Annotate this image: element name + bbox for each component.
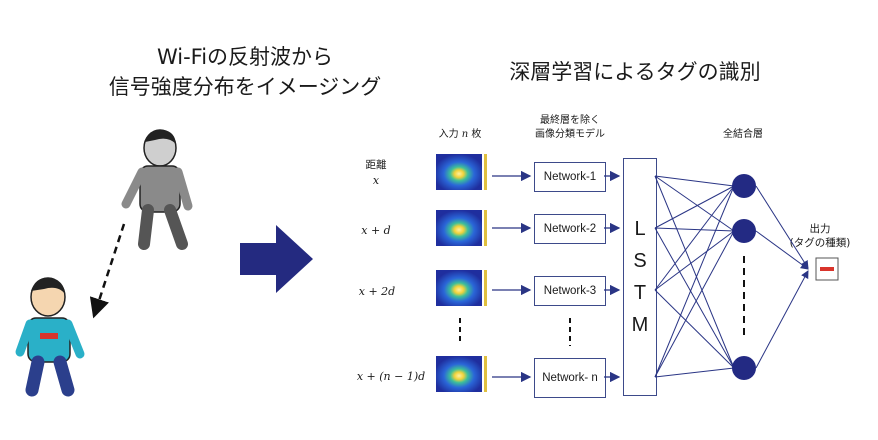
network-box-3: Network-3: [534, 276, 606, 306]
person-tag: [40, 333, 58, 339]
person-gray-figure: [121, 129, 193, 250]
fc-output-connections: [755, 185, 809, 369]
left-title: Wi-Fiの反射波から 信号強度分布をイメージング: [70, 42, 420, 102]
network-box-1: Network-1: [534, 162, 606, 192]
network-label-3: Network-3: [543, 285, 597, 297]
model-header: 最終層を除く 画像分類モデル: [515, 114, 625, 142]
heatmap-3: [436, 270, 487, 306]
input-header-var: n: [461, 129, 469, 140]
right-title: 深層学習によるタグの識別: [509, 60, 761, 84]
fc-header: 全結合層: [723, 129, 763, 140]
lstm-letter-l: L: [634, 218, 646, 240]
model-header-line1: 最終層を除く: [540, 115, 600, 126]
fc-node-2: [732, 219, 756, 243]
heatmap-2: [436, 210, 487, 246]
heatmap-1: [436, 154, 487, 190]
left-title-line2: 信号強度分布をイメージング: [108, 75, 382, 99]
input-header: 入力 n 枚: [428, 128, 492, 142]
input-header-prefix: 入力: [438, 129, 459, 140]
big-right-arrow: [240, 225, 313, 293]
left-title-line1: Wi-Fiの反射波から: [156, 45, 334, 69]
network-label-2: Network-2: [543, 223, 597, 235]
walk-path-arrow: [89, 223, 126, 319]
output-label: 出力 (タグの種類): [778, 222, 862, 250]
dist-label-n: x + (n − 1)d: [356, 370, 426, 383]
fc-node-1: [732, 174, 756, 198]
lstm-letter-s: S: [633, 250, 647, 272]
dist-label-1: x: [372, 174, 380, 187]
dist-label-2: x + d: [361, 224, 391, 237]
lstm-letter-t: T: [633, 282, 647, 304]
lstm-fc-connections: [654, 175, 735, 378]
distance-label: 距離: [365, 159, 387, 171]
network-label-n: Network- n: [542, 372, 598, 384]
dist-label-3: x + 2d: [358, 285, 396, 298]
lstm-letter-m: M: [631, 314, 649, 336]
output-label-line2: (タグの種類): [789, 237, 851, 249]
heatmap-n: [436, 356, 487, 392]
output-label-line1: 出力: [809, 223, 831, 235]
network-label-1: Network-1: [543, 171, 597, 183]
network-box-2: Network-2: [534, 214, 606, 244]
network-box-n: Network- n: [534, 358, 606, 398]
fc-node-n: [732, 356, 756, 380]
lstm-box: L S T M: [623, 158, 657, 396]
person-tagged-figure: [15, 277, 85, 397]
model-header-line2: 画像分類モデル: [535, 129, 605, 140]
input-header-suffix: 枚: [471, 129, 482, 140]
output-tag-icon: [815, 257, 839, 281]
